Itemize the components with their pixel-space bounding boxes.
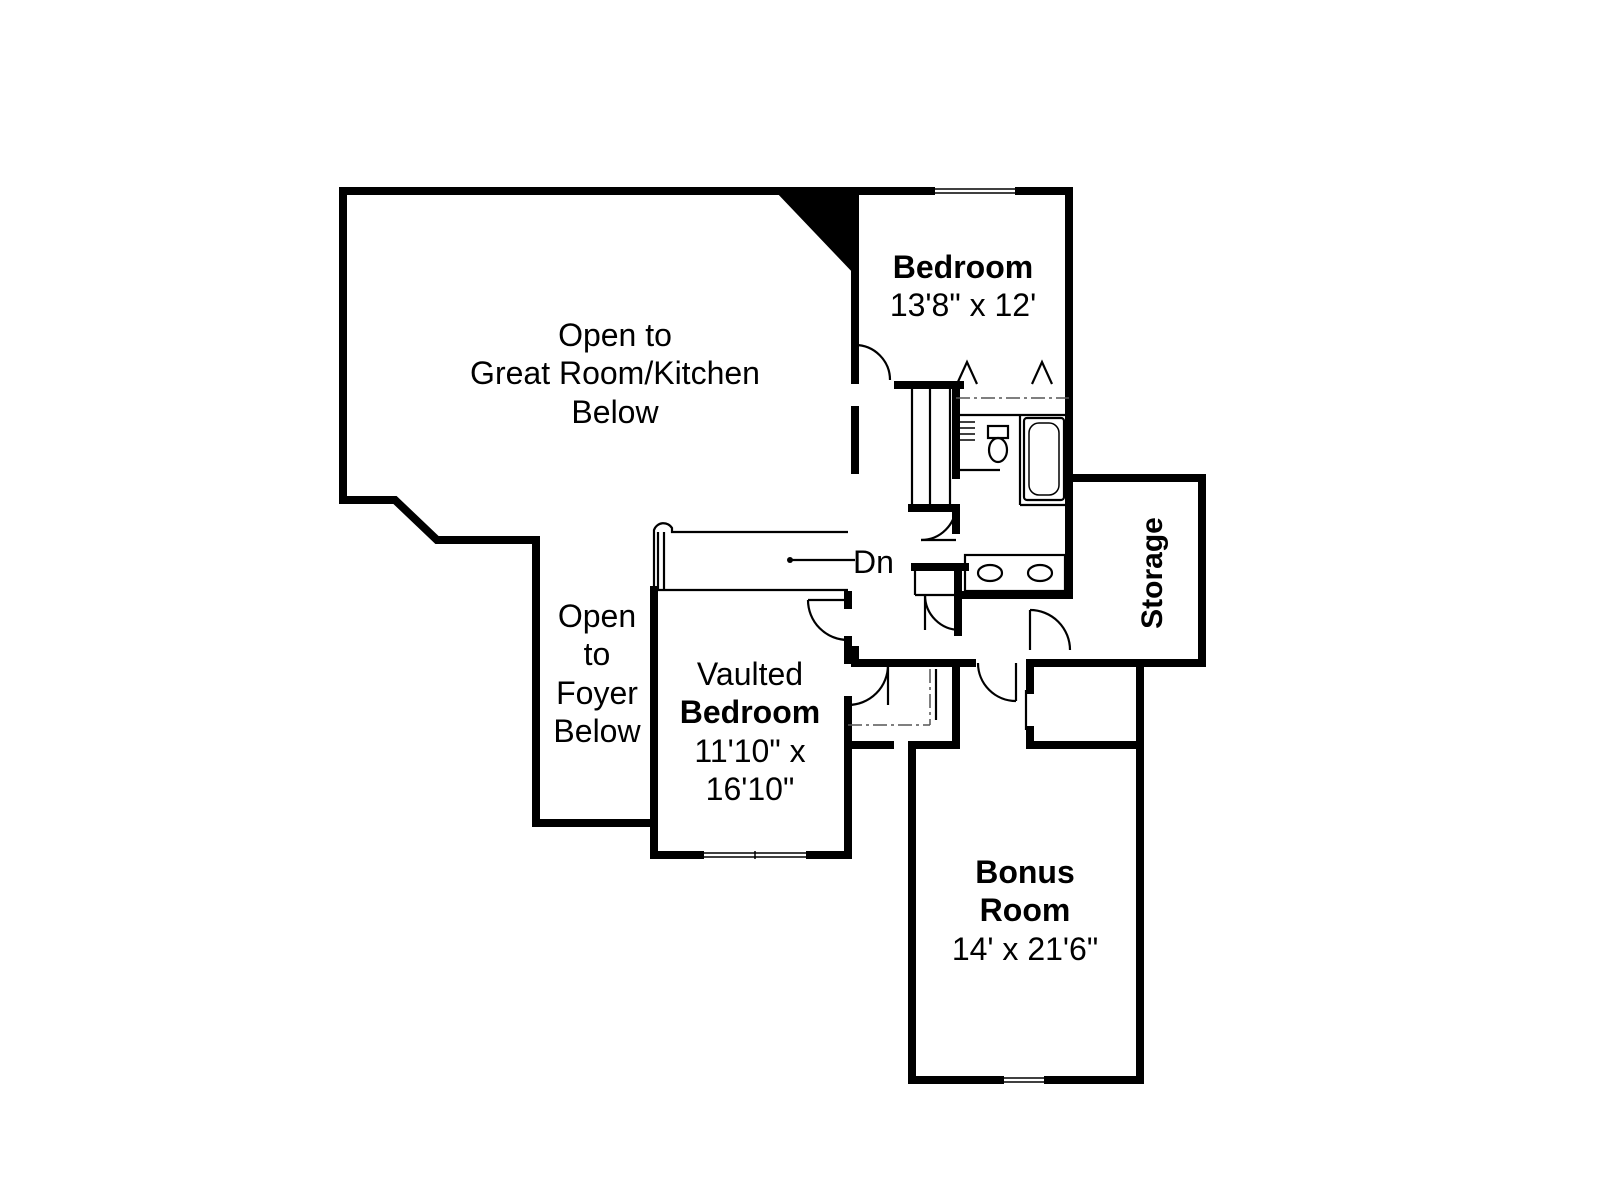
stair-down-label: Dn bbox=[853, 544, 894, 580]
open-great-room-label: Open to Great Room/Kitchen Below bbox=[470, 317, 760, 430]
bonus-room-label: Bonus Room 14' x 21'6" bbox=[951, 854, 1099, 967]
bathroom-fixtures bbox=[960, 416, 1067, 593]
storage-label: Storage bbox=[1136, 517, 1169, 629]
bedroom-label: Bedroom 13'8" x 12' bbox=[889, 249, 1037, 324]
open-foyer-label: Open to Foyer Below bbox=[553, 598, 641, 750]
interior-walls bbox=[844, 381, 1069, 749]
chimney-corner bbox=[775, 191, 855, 275]
stairs bbox=[652, 522, 855, 592]
windows bbox=[704, 187, 1044, 1084]
vaulted-bedroom-label: Vaulted Bedroom 11'10" x 16'10" bbox=[679, 656, 821, 808]
door-swings bbox=[806, 343, 1072, 707]
exterior-walls bbox=[339, 187, 1206, 1084]
closet-marks bbox=[955, 359, 1054, 385]
